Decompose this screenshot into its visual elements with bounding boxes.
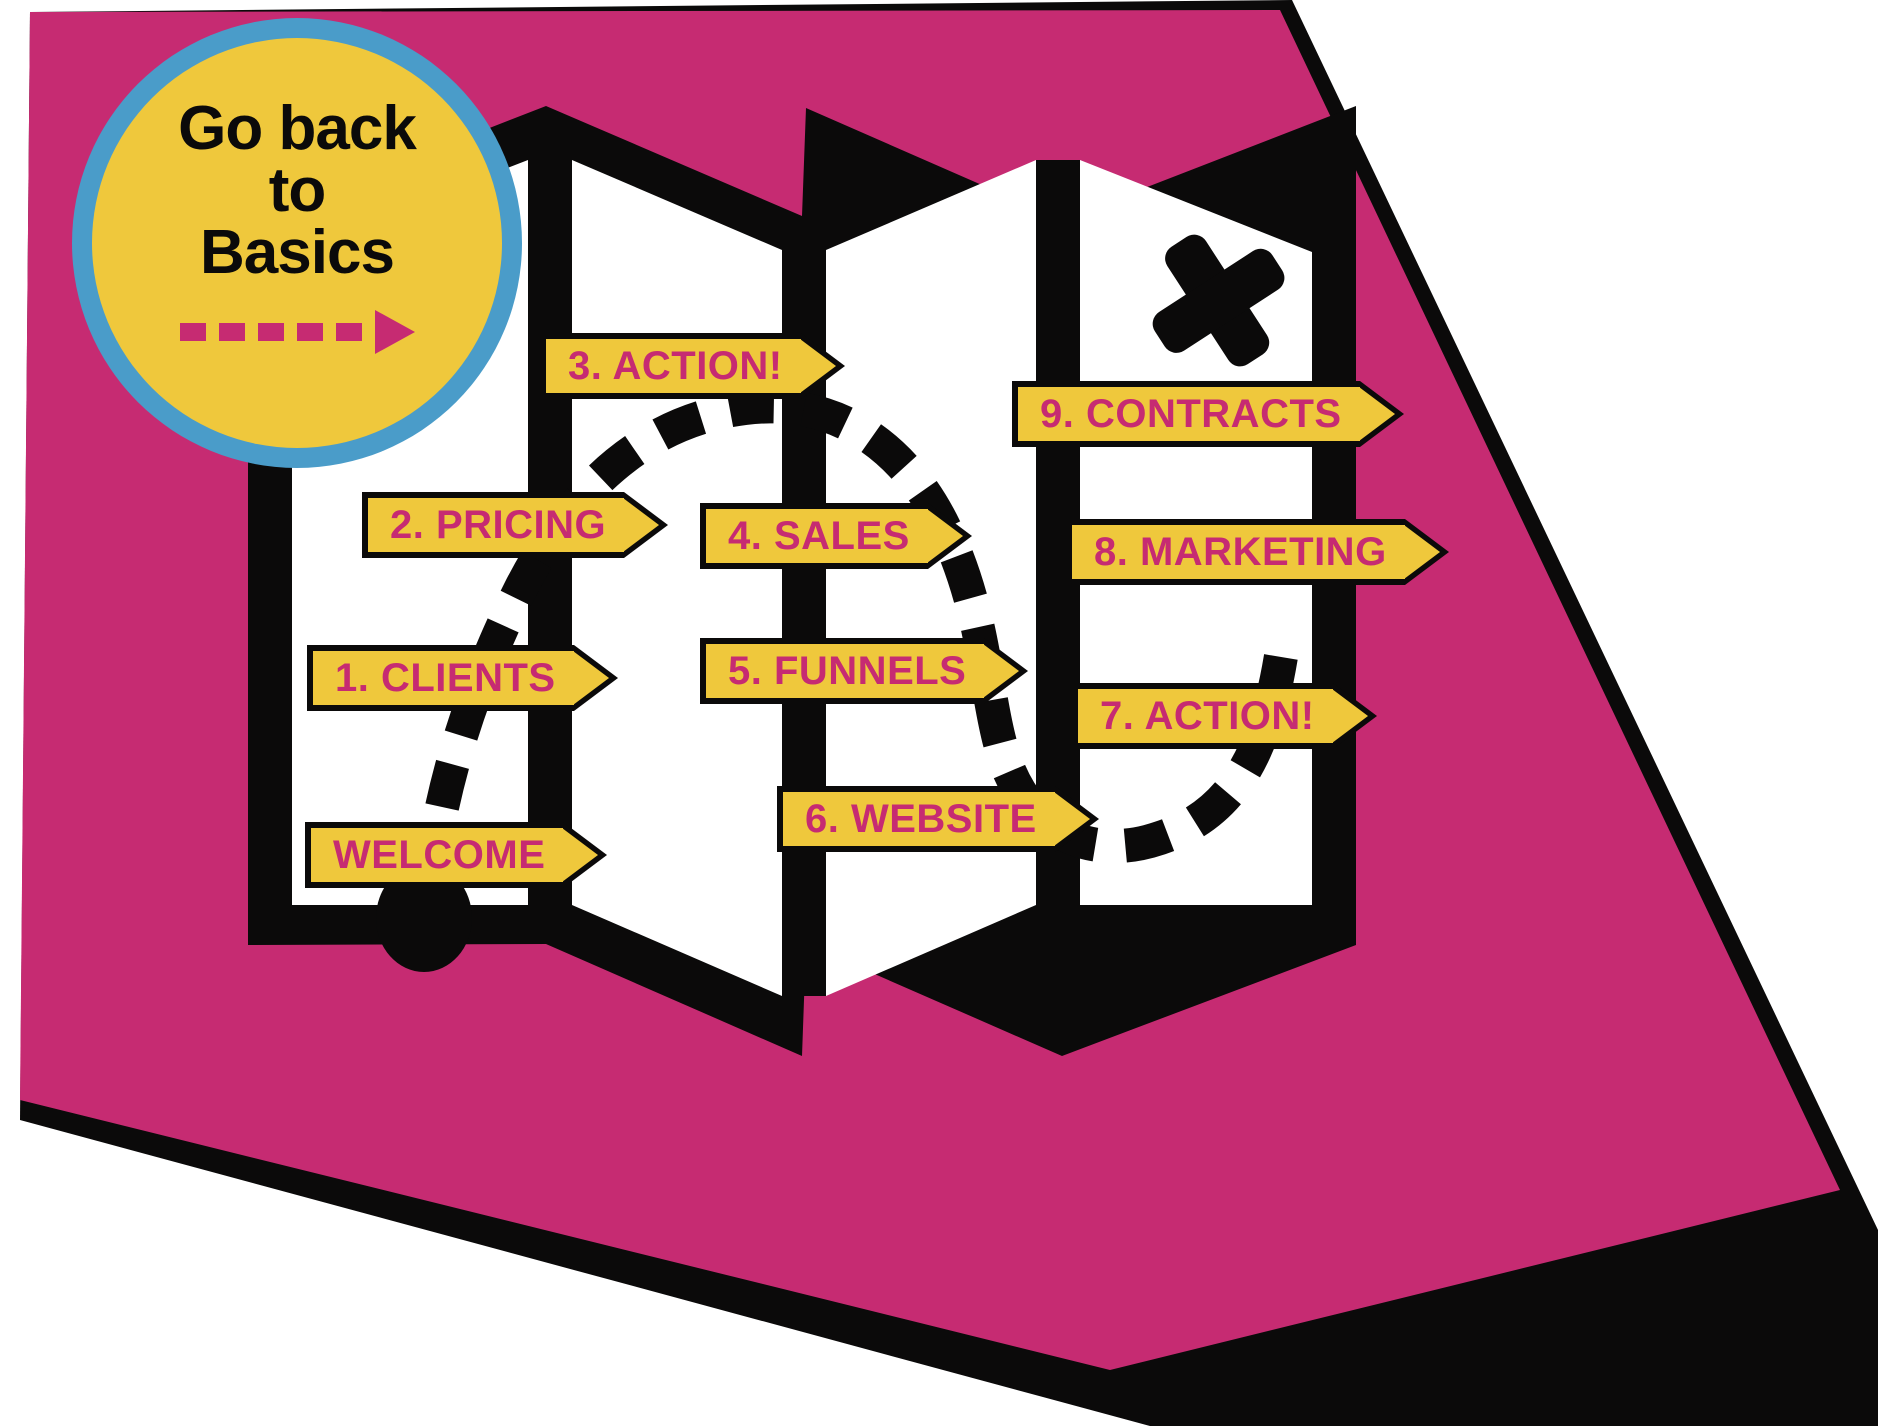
map-pin-dot-icon — [376, 864, 472, 972]
x-marks-the-spot-icon — [1152, 234, 1285, 367]
signpost-action-7[interactable]: 7. ACTION! — [1072, 683, 1377, 749]
arrow-head-right-icon — [799, 333, 845, 399]
arrow-tip — [374, 310, 415, 354]
signpost-marketing[interactable]: 8. MARKETING — [1066, 519, 1449, 585]
arrow-head-right-icon — [983, 638, 1029, 704]
arrow-head-right-icon — [562, 822, 608, 888]
signpost-clients[interactable]: 1. CLIENTS — [307, 645, 618, 711]
signpost-label: 9. CONTRACTS — [1040, 392, 1342, 436]
badge-line-2: to — [268, 156, 327, 225]
arrow-head-right-icon — [1053, 786, 1099, 852]
arrow-dash — [335, 323, 362, 341]
arrow-dash — [179, 323, 206, 341]
signpost-action-3[interactable]: 3. ACTION! — [540, 333, 845, 399]
arrow-head-right-icon — [926, 503, 972, 569]
dashed-arrow-right-icon — [179, 310, 415, 354]
signpost-sales[interactable]: 4. SALES — [700, 503, 972, 569]
signpost-label: WELCOME — [333, 833, 546, 877]
signpost-label: 4. SALES — [728, 514, 910, 558]
badge-disc: Go back to Basics — [92, 38, 502, 448]
badge-line-1: Go back — [178, 94, 417, 163]
arrow-dash — [296, 323, 323, 341]
signpost-label: 8. MARKETING — [1094, 530, 1387, 574]
signpost-pricing[interactable]: 2. PRICING — [362, 492, 669, 558]
arrow-head-right-icon — [1358, 381, 1404, 447]
signpost-label: 2. PRICING — [390, 503, 607, 547]
signpost-label: 7. ACTION! — [1100, 694, 1315, 738]
signpost-contracts[interactable]: 9. CONTRACTS — [1012, 381, 1404, 447]
signpost-website[interactable]: 6. WEBSITE — [777, 786, 1099, 852]
arrow-head-right-icon — [1331, 683, 1377, 749]
arrow-head-right-icon — [572, 645, 618, 711]
signpost-funnels[interactable]: 5. FUNNELS — [700, 638, 1029, 704]
signpost-label: 1. CLIENTS — [335, 656, 556, 700]
arrow-dash — [218, 323, 245, 341]
signpost-label: 5. FUNNELS — [728, 649, 967, 693]
signpost-label: 6. WEBSITE — [805, 797, 1037, 841]
go-back-to-basics-badge[interactable]: Go back to Basics — [72, 18, 522, 468]
arrow-dash — [257, 323, 284, 341]
badge-line-3: Basics — [200, 218, 395, 287]
arrow-head-right-icon — [1403, 519, 1449, 585]
signpost-label: 3. ACTION! — [568, 344, 783, 388]
signpost-welcome[interactable]: WELCOME — [305, 822, 608, 888]
arrow-head-right-icon — [623, 492, 669, 558]
